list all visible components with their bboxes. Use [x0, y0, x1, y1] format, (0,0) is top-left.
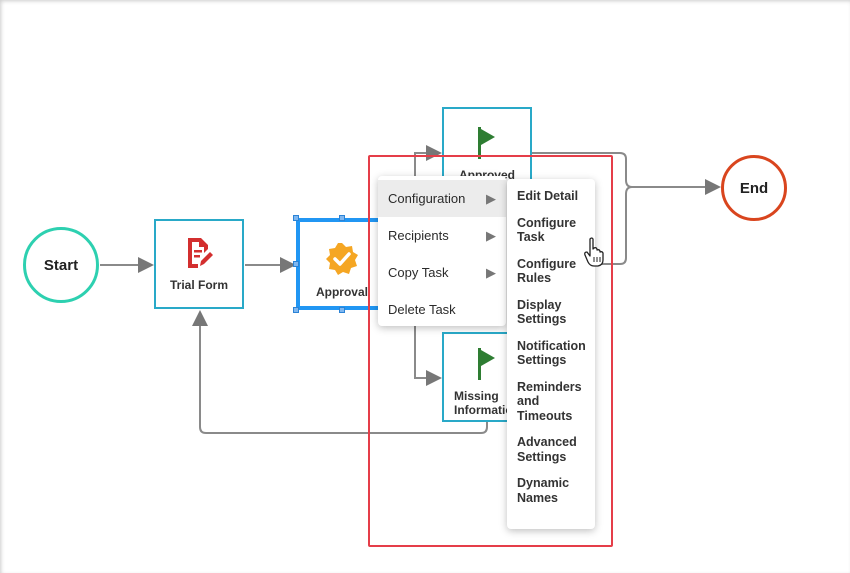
missing-label-line2: Information: [454, 403, 520, 417]
configuration-submenu: Edit Detail Configure Task Configure Rul…: [507, 179, 595, 529]
submenu-item-notification-settings[interactable]: Notification Settings: [517, 338, 586, 368]
submenu-item-configure-task[interactable]: Configure Task: [517, 215, 577, 245]
resize-handle[interactable]: [339, 307, 345, 313]
resize-handle[interactable]: [293, 307, 299, 313]
end-label: End: [739, 179, 769, 197]
end-node[interactable]: End: [721, 155, 787, 221]
trial-form-node[interactable]: Trial Form: [154, 219, 244, 309]
verified-badge-icon: [325, 242, 359, 279]
approval-label: Approval: [315, 285, 368, 299]
submenu-item-display-settings[interactable]: Display Settings: [517, 297, 567, 327]
missing-label-line1: Missing: [454, 389, 499, 403]
menu-item-label: Configuration: [388, 191, 466, 206]
selection-highlight: [368, 155, 613, 547]
submenu-item-reminders-and-timeouts[interactable]: Reminders and Timeouts: [517, 379, 582, 423]
resize-handle[interactable]: [339, 215, 345, 221]
resize-handle[interactable]: [293, 215, 299, 221]
connector-branch-to-end: [560, 186, 633, 265]
submenu-item-configure-rules[interactable]: Configure Rules: [517, 256, 577, 286]
connector-missing-back-to-trial: [192, 310, 488, 434]
submenu-arrow-icon: ▶: [486, 264, 496, 280]
flag-icon: [476, 348, 498, 383]
submenu-arrow-icon: ▶: [486, 227, 496, 243]
menu-item-copy-task[interactable]: Copy Task ▶: [378, 254, 506, 291]
menu-item-configuration[interactable]: Configuration ▶: [378, 180, 506, 217]
approved-label: Approved: [458, 168, 515, 179]
menu-item-label: Copy Task: [388, 265, 449, 280]
submenu-item-advanced-settings[interactable]: Advanced Settings: [517, 435, 577, 464]
trial-form-label: Trial Form: [169, 277, 228, 292]
context-menu: Configuration ▶ Recipients ▶ Copy Task ▶…: [378, 176, 506, 326]
approved-node[interactable]: Approved: [442, 107, 532, 179]
menu-item-label: Delete Task: [388, 302, 456, 317]
connector-to-missing: [414, 310, 442, 386]
menu-item-recipients[interactable]: Recipients ▶: [378, 217, 506, 254]
submenu-arrow-icon: ▶: [486, 190, 496, 206]
start-label: Start: [43, 256, 79, 274]
flag-icon: [476, 127, 498, 162]
menu-item-label: Recipients: [388, 228, 449, 243]
submenu-item-dynamic-names[interactable]: Dynamic Names: [517, 476, 570, 505]
menu-item-delete-task[interactable]: Delete Task: [378, 291, 506, 328]
missing-information-label: Missing Information: [444, 389, 520, 417]
hand-pointer-icon: [583, 237, 605, 272]
start-node[interactable]: Start: [23, 227, 99, 303]
resize-handle[interactable]: [293, 261, 299, 267]
form-edit-icon: [185, 237, 213, 272]
submenu-item-edit-detail[interactable]: Edit Detail: [517, 189, 579, 203]
